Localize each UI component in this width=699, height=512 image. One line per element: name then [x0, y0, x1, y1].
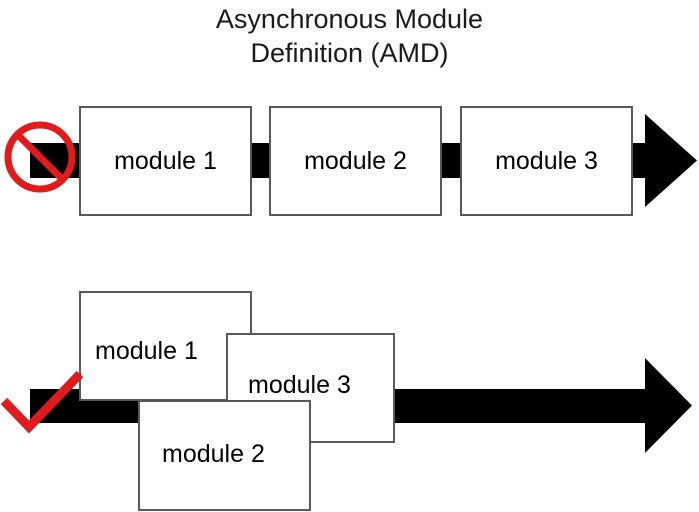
module-box-sync-1[interactable] — [79, 106, 252, 216]
sequential-arrow-head — [645, 114, 697, 207]
module-label-sync-2: module 2 — [304, 147, 407, 175]
prohibition-icon-circle — [4, 121, 76, 193]
checkmark-icon-stroke — [0, 370, 84, 434]
module-box-sync-2[interactable] — [269, 106, 442, 216]
parallel-arrow-head — [645, 358, 692, 453]
module-box-async-1[interactable] — [79, 291, 252, 401]
module-box-sync-3[interactable] — [460, 106, 633, 216]
module-label-async-2: module 2 — [162, 440, 265, 468]
page-title-line-2: Definition (AMD) — [250, 38, 449, 68]
prohibition-icon-slash — [15, 132, 65, 182]
module-box-async-2[interactable] — [138, 400, 311, 511]
module-label-sync-1: module 1 — [114, 147, 217, 175]
module-label-sync-3: module 3 — [495, 147, 598, 175]
page-title-line-1: Asynchronous Module — [215, 4, 484, 34]
module-label-async-1: module 1 — [95, 337, 198, 365]
module-label-async-3: module 3 — [248, 371, 351, 399]
